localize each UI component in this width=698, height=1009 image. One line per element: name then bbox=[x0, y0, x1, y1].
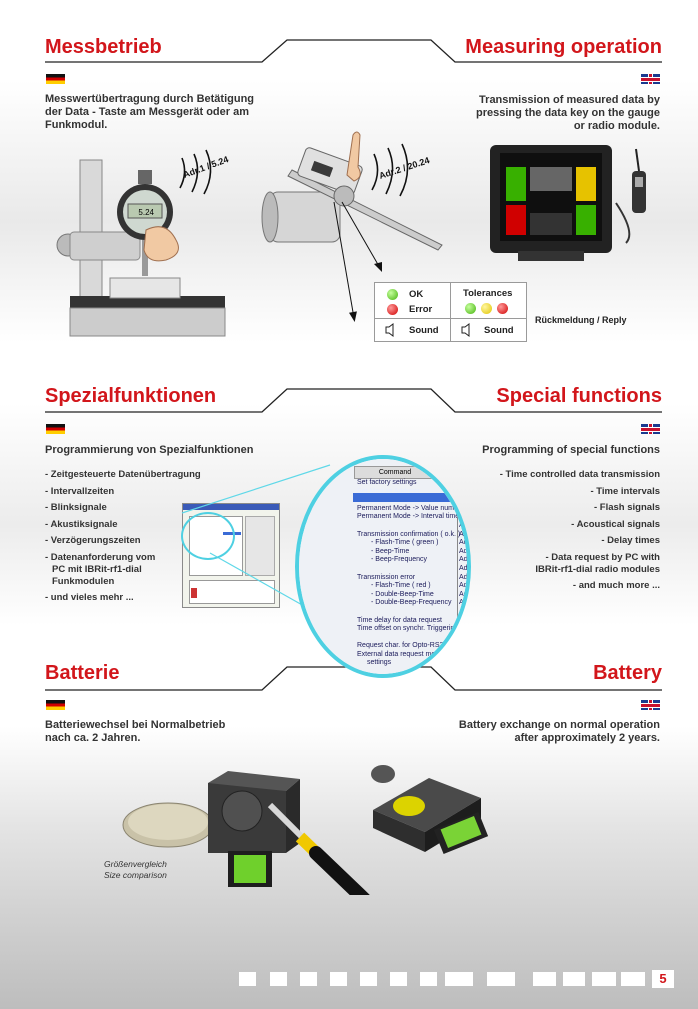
battery-module-illustration bbox=[122, 771, 370, 895]
battery-module-topview-illustration bbox=[371, 765, 489, 855]
signal-waves-2-icon bbox=[371, 143, 409, 197]
uk-flag-icon-2 bbox=[641, 424, 660, 434]
magnified-command-list: Command Set factory settings Set Module … bbox=[295, 455, 471, 678]
title-batterie: Batterie bbox=[45, 662, 120, 684]
title-spezialfunktionen: Spezialfunktionen bbox=[45, 385, 217, 407]
zoom-focus-ring bbox=[181, 512, 235, 560]
speaker-icon-2 bbox=[461, 323, 470, 337]
speaker-icon bbox=[385, 323, 394, 337]
subtitle-special-en: Programming of special functions bbox=[482, 444, 660, 456]
green-tolerance-led-icon bbox=[465, 303, 476, 314]
subtitle-special-de: Programmierung von Spezialfunktionen bbox=[45, 444, 254, 456]
size-comparison-caption: Größenvergleich Size comparison bbox=[104, 859, 167, 880]
uk-flag-icon bbox=[641, 74, 660, 84]
command-header: Command bbox=[354, 466, 436, 479]
uk-flag-icon-3 bbox=[641, 700, 660, 710]
monitor-illustration bbox=[490, 145, 646, 261]
title-measuring-operation: Measuring operation bbox=[465, 36, 662, 58]
sound-label-2: Sound bbox=[484, 325, 514, 336]
signal-waves-1-icon bbox=[179, 149, 212, 195]
selected-row-highlight bbox=[353, 493, 455, 502]
dial-gauge-stand-illustration: 5.24 bbox=[56, 159, 226, 337]
german-flag-icon bbox=[46, 74, 65, 84]
tolerances-label: Tolerances bbox=[463, 288, 513, 299]
page-number: 5 bbox=[652, 970, 674, 988]
reply-status-panel: OK Error Tolerances Sound Sound bbox=[374, 282, 527, 342]
caliper-illustration bbox=[261, 131, 443, 251]
title-special-functions: Special functions bbox=[496, 385, 662, 407]
title-messbetrieb: Messbetrieb bbox=[45, 36, 162, 58]
text-battery-en: Battery exchange on normal operation aft… bbox=[458, 719, 660, 744]
german-flag-icon-2 bbox=[46, 424, 65, 434]
red-tolerance-led-icon bbox=[497, 303, 508, 314]
title-battery: Battery bbox=[593, 662, 662, 684]
error-label: Error bbox=[409, 304, 433, 315]
text-measuring-de: Messwertübertragung durch Betätigung der… bbox=[45, 93, 255, 131]
green-led-icon bbox=[387, 289, 398, 300]
reply-label: Rückmeldung / Reply bbox=[535, 315, 627, 325]
red-led-icon bbox=[387, 304, 398, 315]
ok-label: OK bbox=[409, 289, 424, 300]
feature-list-en: - Time controlled data transmission - Ti… bbox=[499, 469, 660, 591]
text-measuring-en: Transmission of measured data by pressin… bbox=[476, 94, 660, 132]
yellow-tolerance-led-icon bbox=[481, 303, 492, 314]
gauge-reading: 5.24 bbox=[138, 208, 154, 217]
sound-label-1: Sound bbox=[409, 325, 439, 336]
text-battery-de: Batteriewechsel bei Normalbetrieb nach c… bbox=[45, 719, 226, 744]
address-column: Addr. Addr. 3 Addr. 4 Addr. 5 Addr. 6 Ad… bbox=[459, 479, 468, 633]
german-flag-icon-3 bbox=[46, 700, 65, 710]
feature-list-de: - Zeitgesteuerte Datenübertragung - Inte… bbox=[45, 469, 201, 603]
reply-arrows bbox=[333, 201, 382, 322]
command-list: Set factory settings Set Module Address … bbox=[357, 479, 465, 667]
